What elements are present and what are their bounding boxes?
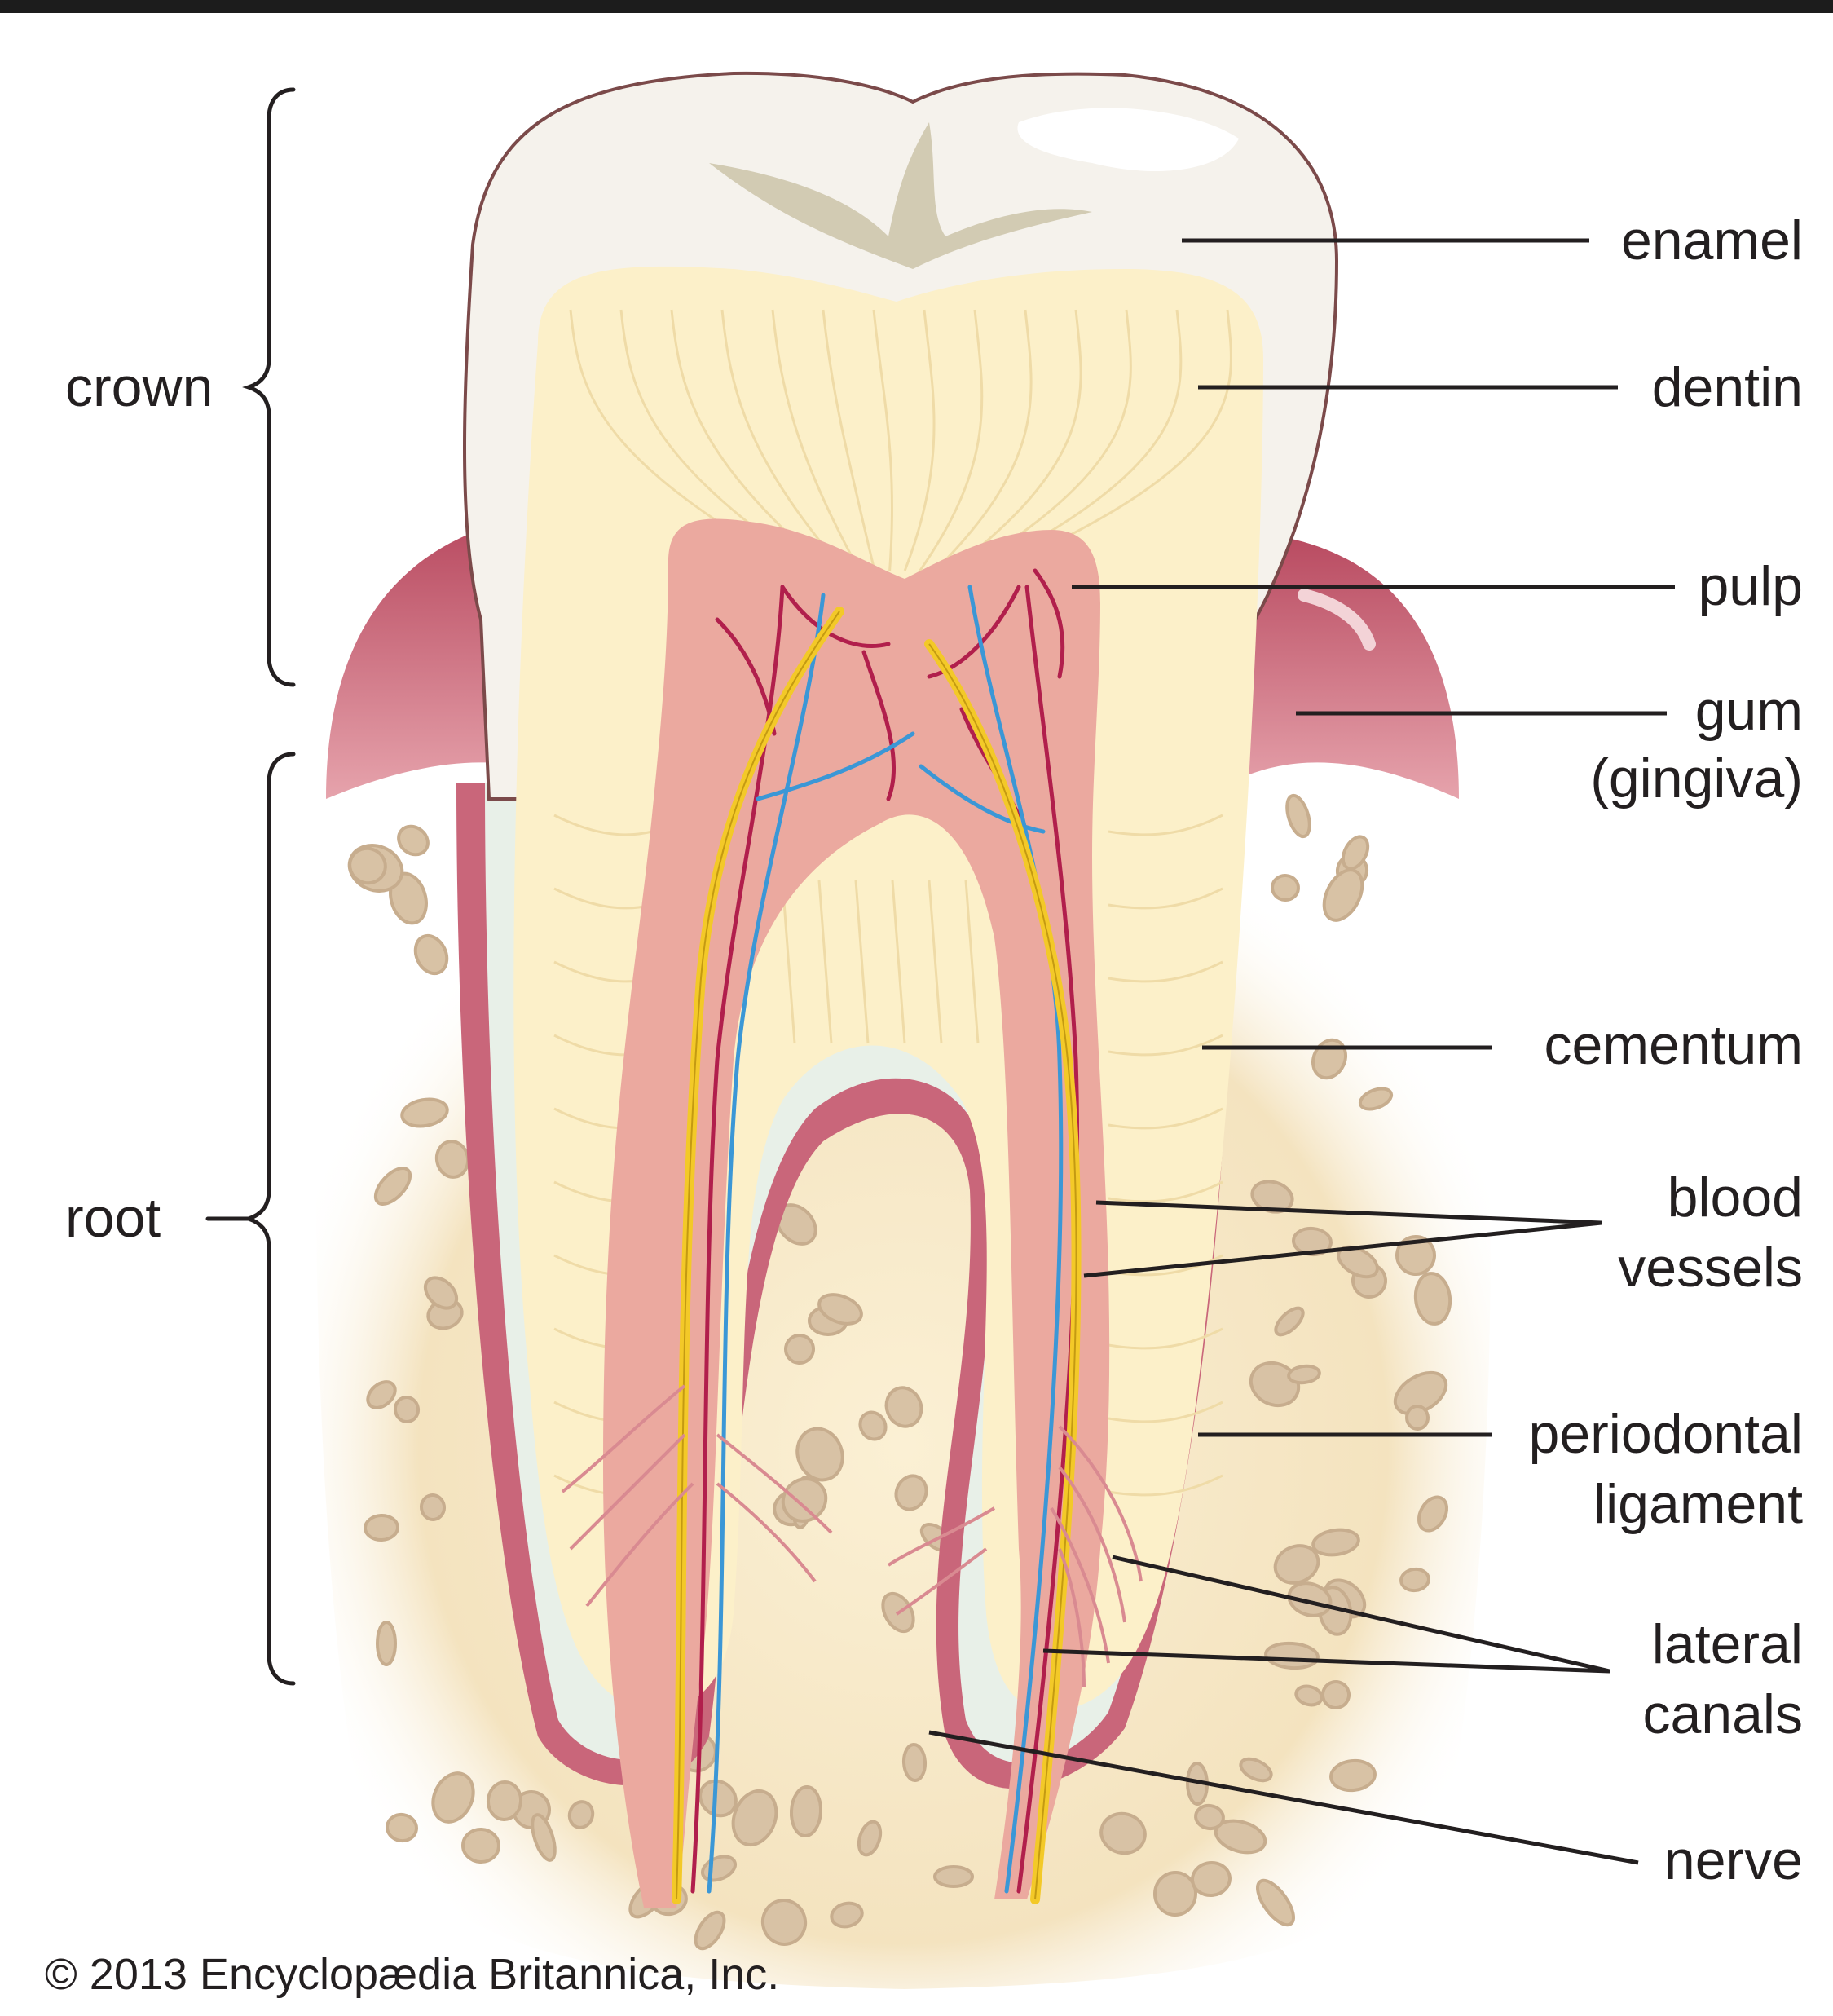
bone-spot xyxy=(377,1622,395,1665)
bone-spot xyxy=(1154,1872,1197,1917)
label-nerve: nerve xyxy=(1664,1829,1803,1891)
label-enamel: enamel xyxy=(1621,210,1803,271)
brackets xyxy=(208,90,293,1683)
label-gum-1: gum xyxy=(1695,680,1803,742)
label-dentin: dentin xyxy=(1652,356,1803,418)
label-gum-2: (gingiva) xyxy=(1590,748,1803,809)
bone-spot xyxy=(462,1829,500,1863)
label-pulp: pulp xyxy=(1698,555,1803,617)
label-blood-vessels-1: blood xyxy=(1668,1167,1803,1229)
label-periodontal-1: periodontal xyxy=(1529,1403,1803,1465)
label-periodontal-2: ligament xyxy=(1593,1473,1803,1535)
bone-spot xyxy=(935,1867,972,1886)
bone-spot xyxy=(364,1515,398,1540)
label-crown: crown xyxy=(65,356,213,418)
copyright-notice: © 2013 Encyclopædia Britannica, Inc. xyxy=(45,1950,779,1999)
bone-spot xyxy=(1406,1405,1428,1429)
bone-spot xyxy=(1271,875,1299,902)
bone-spot xyxy=(903,1744,926,1780)
bone-spot xyxy=(487,1780,522,1820)
label-cementum: cementum xyxy=(1544,1014,1803,1076)
bone-spot xyxy=(1400,1568,1430,1591)
label-lateral-canals-1: lateral xyxy=(1652,1613,1803,1675)
crown-bracket xyxy=(249,90,293,685)
root-bracket xyxy=(249,754,293,1683)
bone-spot xyxy=(790,1786,822,1837)
bone-spot xyxy=(784,1334,814,1364)
label-root: root xyxy=(65,1187,161,1249)
label-lateral-canals-2: canals xyxy=(1642,1683,1803,1745)
label-blood-vessels-2: vessels xyxy=(1618,1237,1803,1299)
